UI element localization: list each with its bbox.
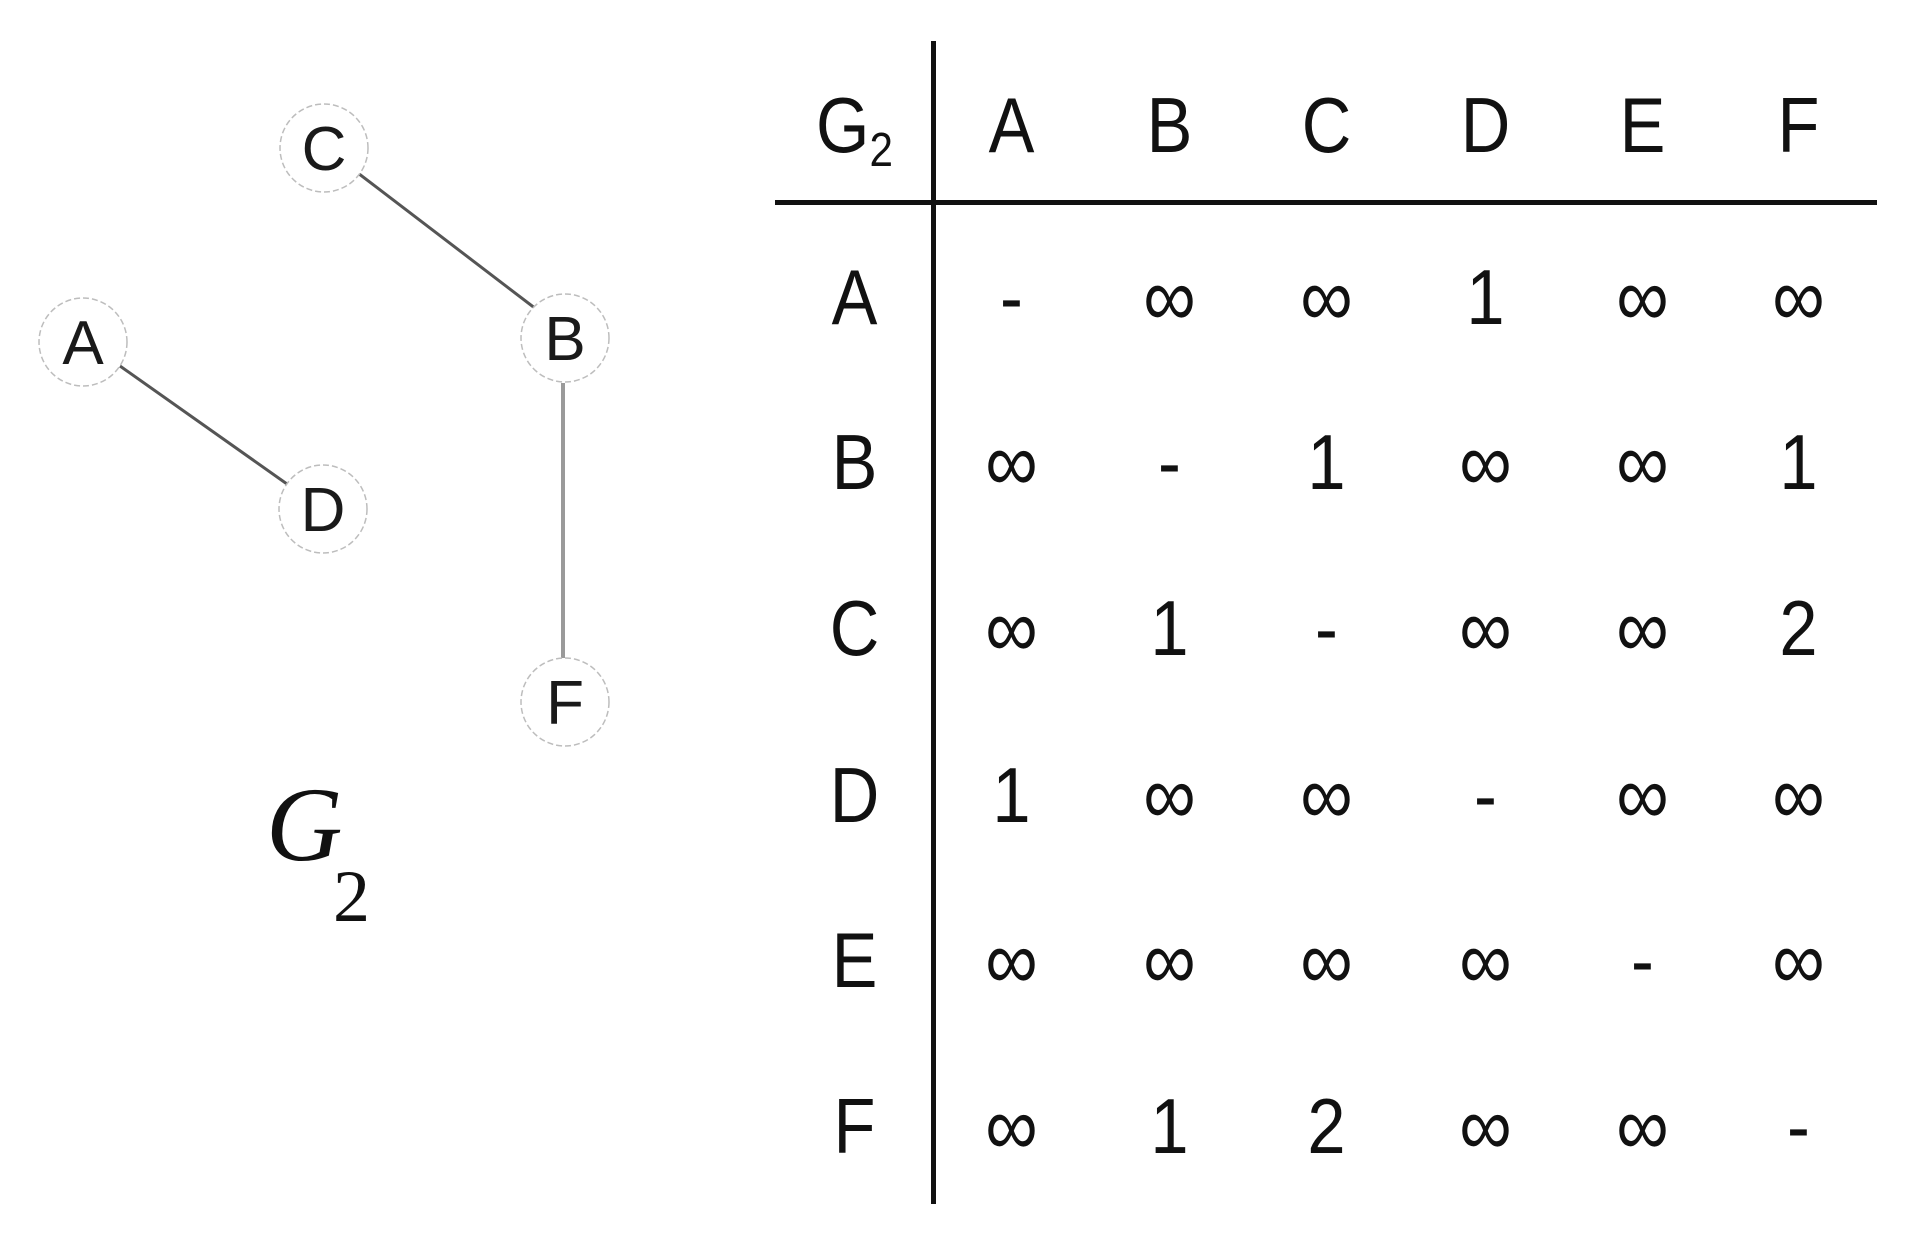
table-cell: ∞ [985, 913, 1038, 1007]
graph-g2: C A B D F [38, 103, 610, 747]
node-b: B [520, 293, 610, 383]
row-header: B [831, 418, 878, 506]
node-label: F [546, 669, 584, 738]
table-cell: - [1158, 418, 1181, 506]
row-header: E [831, 916, 878, 1004]
table-cell: ∞ [1300, 748, 1353, 842]
column-header: C [1301, 81, 1352, 169]
table-cell: ∞ [1616, 581, 1669, 675]
column-header: F [1777, 81, 1820, 169]
table-cell: ∞ [1300, 913, 1353, 1007]
graph-title-subscript: 2 [333, 856, 370, 938]
corner-text: G [816, 81, 870, 169]
table-cell: 1 [1307, 418, 1346, 506]
table-cell: - [1787, 1082, 1810, 1170]
table-cell: 1 [1150, 1082, 1189, 1170]
edge-a-d [119, 364, 288, 486]
table-horizontal-rule [775, 200, 1877, 205]
table-cell: - [1315, 584, 1338, 672]
table-cell: ∞ [1459, 581, 1512, 675]
table-cell: ∞ [1616, 250, 1669, 344]
column-header: B [1146, 81, 1193, 169]
column-header: D [1460, 81, 1511, 169]
edge-c-b [349, 165, 541, 314]
node-f: F [520, 657, 610, 747]
node-label: A [62, 309, 104, 378]
table-cell: ∞ [1143, 250, 1196, 344]
node-label: C [302, 115, 347, 184]
column-header: E [1619, 81, 1666, 169]
table-cell: ∞ [985, 1079, 1038, 1173]
table-cell: 1 [1466, 253, 1505, 341]
table-cell: ∞ [1300, 250, 1353, 344]
table-cell: 2 [1779, 584, 1818, 672]
table-cell: ∞ [1459, 913, 1512, 1007]
table-cell: ∞ [1459, 415, 1512, 509]
table-cell: ∞ [1772, 748, 1825, 842]
table-cell: ∞ [985, 581, 1038, 675]
column-header: A [988, 81, 1035, 169]
row-header: D [829, 751, 880, 839]
table-cell: ∞ [1616, 1079, 1669, 1173]
table-cell: - [1474, 751, 1497, 839]
node-a: A [38, 297, 128, 387]
table-cell: ∞ [1616, 415, 1669, 509]
node-c: C [279, 103, 369, 193]
table-cell: ∞ [1143, 748, 1196, 842]
table-cell: ∞ [1143, 913, 1196, 1007]
table-cell: 1 [992, 751, 1031, 839]
table-cell: ∞ [1616, 748, 1669, 842]
node-label: B [544, 305, 585, 374]
row-header: A [831, 253, 878, 341]
table-cell: ∞ [1772, 250, 1825, 344]
table-cell: 2 [1307, 1082, 1346, 1170]
node-d: D [278, 464, 368, 554]
node-label: D [301, 476, 346, 545]
table-cell: ∞ [1459, 1079, 1512, 1173]
graph-title: G [266, 766, 343, 883]
table-cell: 1 [1779, 418, 1818, 506]
table-cell: - [1631, 916, 1654, 1004]
table-corner-label: G2 [785, 65, 923, 185]
row-header: F [833, 1082, 876, 1170]
table-vertical-rule [931, 41, 936, 1204]
table-cell: ∞ [985, 415, 1038, 509]
table-cell: ∞ [1772, 913, 1825, 1007]
corner-subscript: 2 [869, 124, 893, 177]
row-header: C [829, 584, 880, 672]
table-cell: 1 [1150, 584, 1189, 672]
table-cell: - [1000, 253, 1023, 341]
